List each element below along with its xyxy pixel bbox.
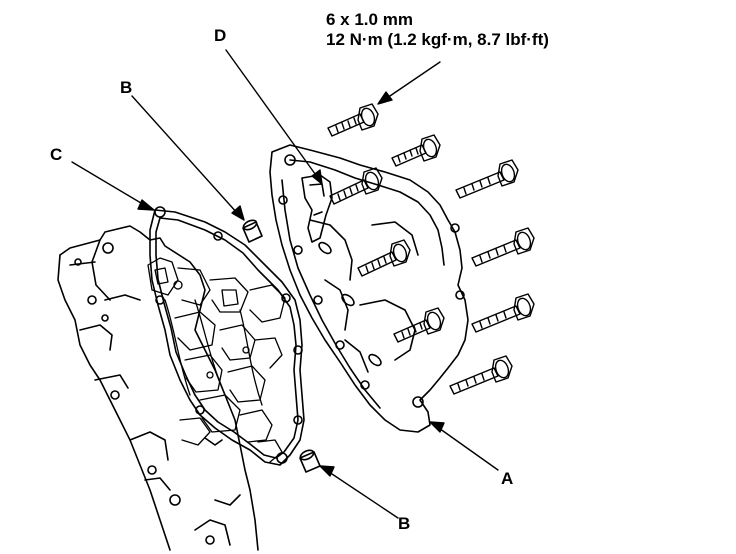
bolts	[327, 103, 535, 395]
bolt-3	[329, 167, 383, 205]
valve-body-internals	[147, 257, 286, 463]
bracket-d	[301, 174, 333, 243]
transmission-housing	[57, 225, 259, 551]
bolt-8	[471, 293, 535, 333]
label-b-top: B	[120, 78, 133, 97]
label-b-bottom: B	[398, 514, 411, 533]
bolt-9	[449, 355, 513, 395]
bolt-4	[455, 159, 519, 199]
bolt-2	[391, 134, 441, 167]
bolt-torque: 12 N·m (1.2 kgf·m, 8.7 lbf·ft)	[326, 30, 549, 49]
bolt-6	[471, 227, 535, 267]
bolt-5	[357, 239, 411, 277]
label-d: D	[214, 26, 227, 45]
bolt-size: 6 x 1.0 mm	[326, 10, 413, 29]
bolt-spec: 6 x 1.0 mm 12 N·m (1.2 kgf·m, 8.7 lbf·ft…	[326, 10, 549, 50]
bolt-7	[393, 307, 445, 343]
bolt-1	[327, 103, 379, 137]
leader-lines	[71, 49, 499, 519]
end-cover-a	[269, 144, 469, 433]
dowel-pin-top	[242, 219, 263, 243]
label-a: A	[501, 469, 514, 488]
gasket-c	[149, 206, 305, 466]
label-c: C	[50, 145, 63, 164]
dowel-pin-bottom	[299, 449, 321, 473]
